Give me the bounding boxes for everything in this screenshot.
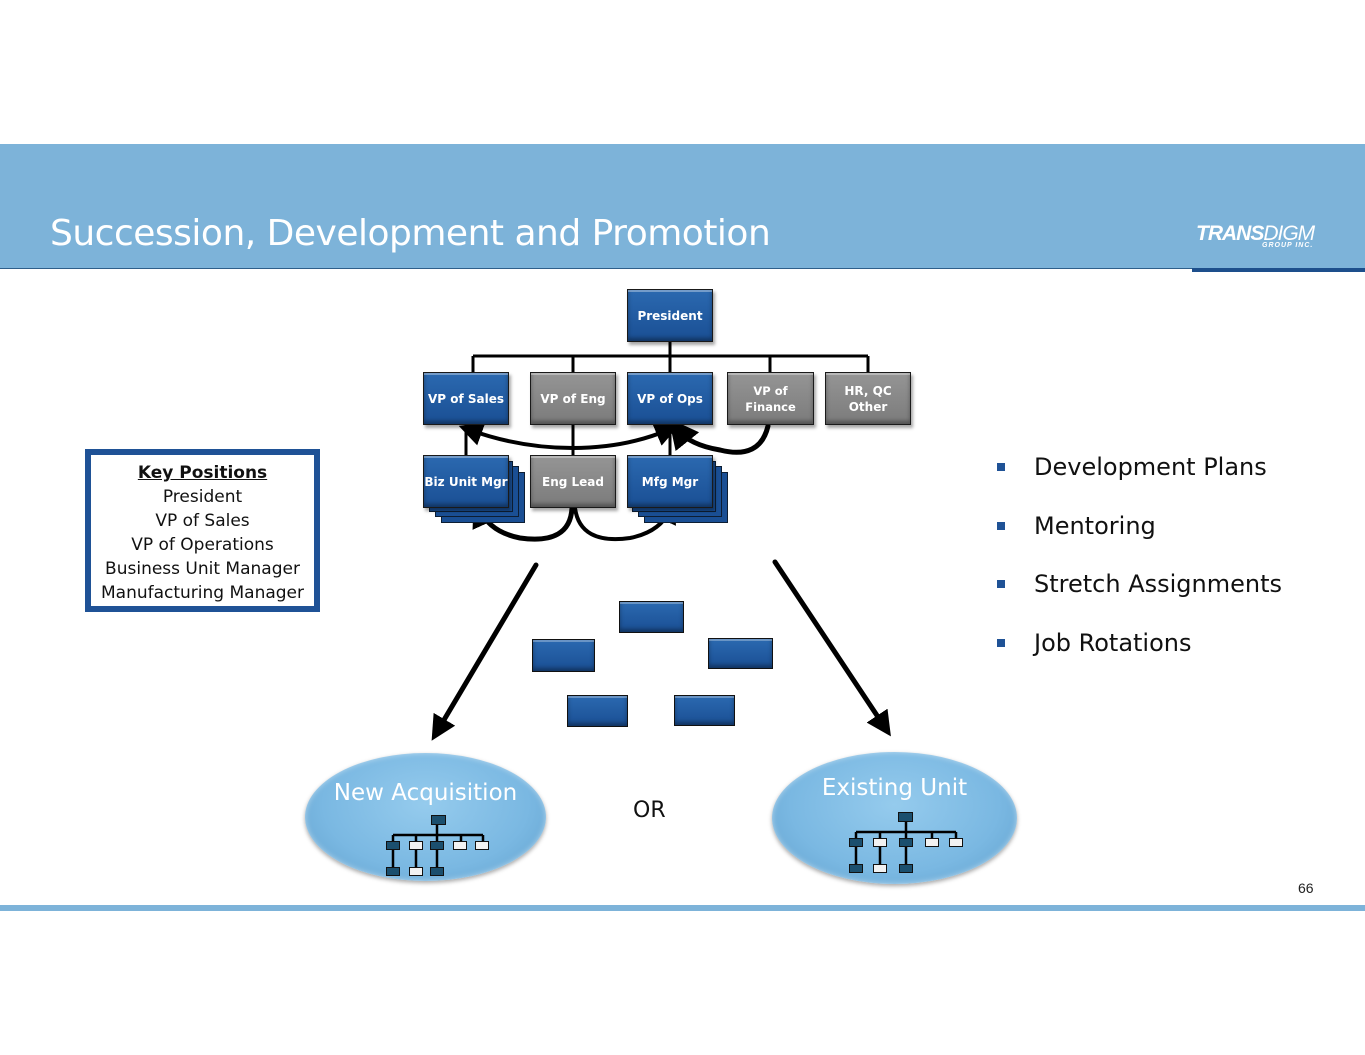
mini-box (925, 838, 939, 847)
square-bullet-icon (997, 638, 1005, 647)
mini-box (898, 812, 913, 822)
org-box-biz-unit-mgr: Biz Unit Mgr (423, 455, 509, 508)
org-box-vp-sales: VP of Sales (423, 372, 509, 425)
key-position-item: Business Unit Manager (105, 559, 300, 579)
key-positions-title: Key Positions (137, 463, 268, 483)
company-logo: TRANSDIGM (1196, 222, 1315, 246)
key-positions-box: Key Positions President VP of Sales VP o… (85, 449, 320, 612)
talent-pool-box (674, 695, 735, 726)
org-box-mfg-mgr: Mfg Mgr (627, 455, 713, 508)
logo-subtitle: GROUP INC. (1262, 242, 1314, 249)
footer-bar (0, 905, 1365, 911)
mini-box (430, 867, 444, 876)
org-box-hr-qc-other: HR, QC Other (825, 372, 911, 425)
bullet-item: Mentoring (995, 497, 1282, 556)
bullet-text: Mentoring (1034, 511, 1156, 540)
slide-title: Succession, Development and Promotion (50, 213, 771, 254)
org-box-vp-eng: VP of Eng (530, 372, 616, 425)
key-position-item: VP of Sales (155, 511, 250, 531)
mini-box (873, 838, 887, 847)
arrow-fin-to-ops (668, 418, 771, 455)
mini-box (430, 841, 444, 850)
bullet-text: Development Plans (1034, 453, 1267, 482)
mini-box (475, 841, 489, 850)
key-position-item: VP of Operations (131, 535, 274, 555)
mini-box (849, 864, 863, 873)
org-box-vp-finance: VP of Finance (727, 372, 814, 425)
talent-pool-box (567, 695, 628, 727)
slide-header (0, 144, 1365, 269)
header-accent-bar (1192, 268, 1365, 272)
existing-unit-ellipse: Existing Unit (772, 752, 1017, 884)
mini-box (899, 864, 913, 873)
or-label: OR (633, 798, 666, 823)
bullet-text: Stretch Assignments (1034, 570, 1283, 599)
arrow-to-new-acquisition (431, 562, 539, 741)
new-acquisition-ellipse: New Acquisition (305, 753, 546, 881)
key-position-item: President (162, 487, 243, 507)
talent-pool-box (708, 638, 773, 669)
org-box-president: President (627, 289, 713, 342)
logo-thin-text: DIGM (1263, 222, 1315, 245)
mini-box (409, 841, 423, 850)
mini-box (949, 838, 963, 847)
arrow-to-existing-unit (772, 559, 891, 737)
talent-pool-box (532, 639, 595, 672)
bullet-text: Job Rotations (1034, 628, 1192, 657)
development-bullet-list: Development Plans Mentoring Stretch Assi… (995, 438, 1282, 672)
page-number: 66 (1298, 880, 1314, 896)
square-bullet-icon (997, 463, 1005, 472)
mini-box (873, 864, 887, 873)
arrow-eng-to-ops (571, 423, 680, 450)
square-bullet-icon (997, 580, 1005, 589)
org-box-eng-lead: Eng Lead (530, 455, 616, 508)
arrow-eng-to-sales (458, 422, 575, 450)
mini-box (431, 815, 446, 825)
bullet-item: Development Plans (995, 438, 1282, 497)
bullet-item: Job Rotations (995, 614, 1282, 673)
bullet-item: Stretch Assignments (995, 555, 1282, 614)
mini-box (453, 841, 467, 850)
talent-pool-box (619, 601, 684, 633)
mini-box (409, 867, 423, 876)
new-acquisition-label: New Acquisition (333, 780, 518, 806)
mini-box (849, 838, 863, 847)
existing-unit-label: Existing Unit (821, 775, 968, 801)
key-position-item: Manufacturing Manager (100, 583, 305, 603)
logo-bold-text: TRANS (1196, 222, 1264, 245)
mini-box (386, 867, 400, 876)
org-box-vp-ops: VP of Ops (627, 372, 713, 425)
square-bullet-icon (997, 521, 1005, 530)
mini-box (899, 838, 913, 847)
mini-box (386, 841, 400, 850)
